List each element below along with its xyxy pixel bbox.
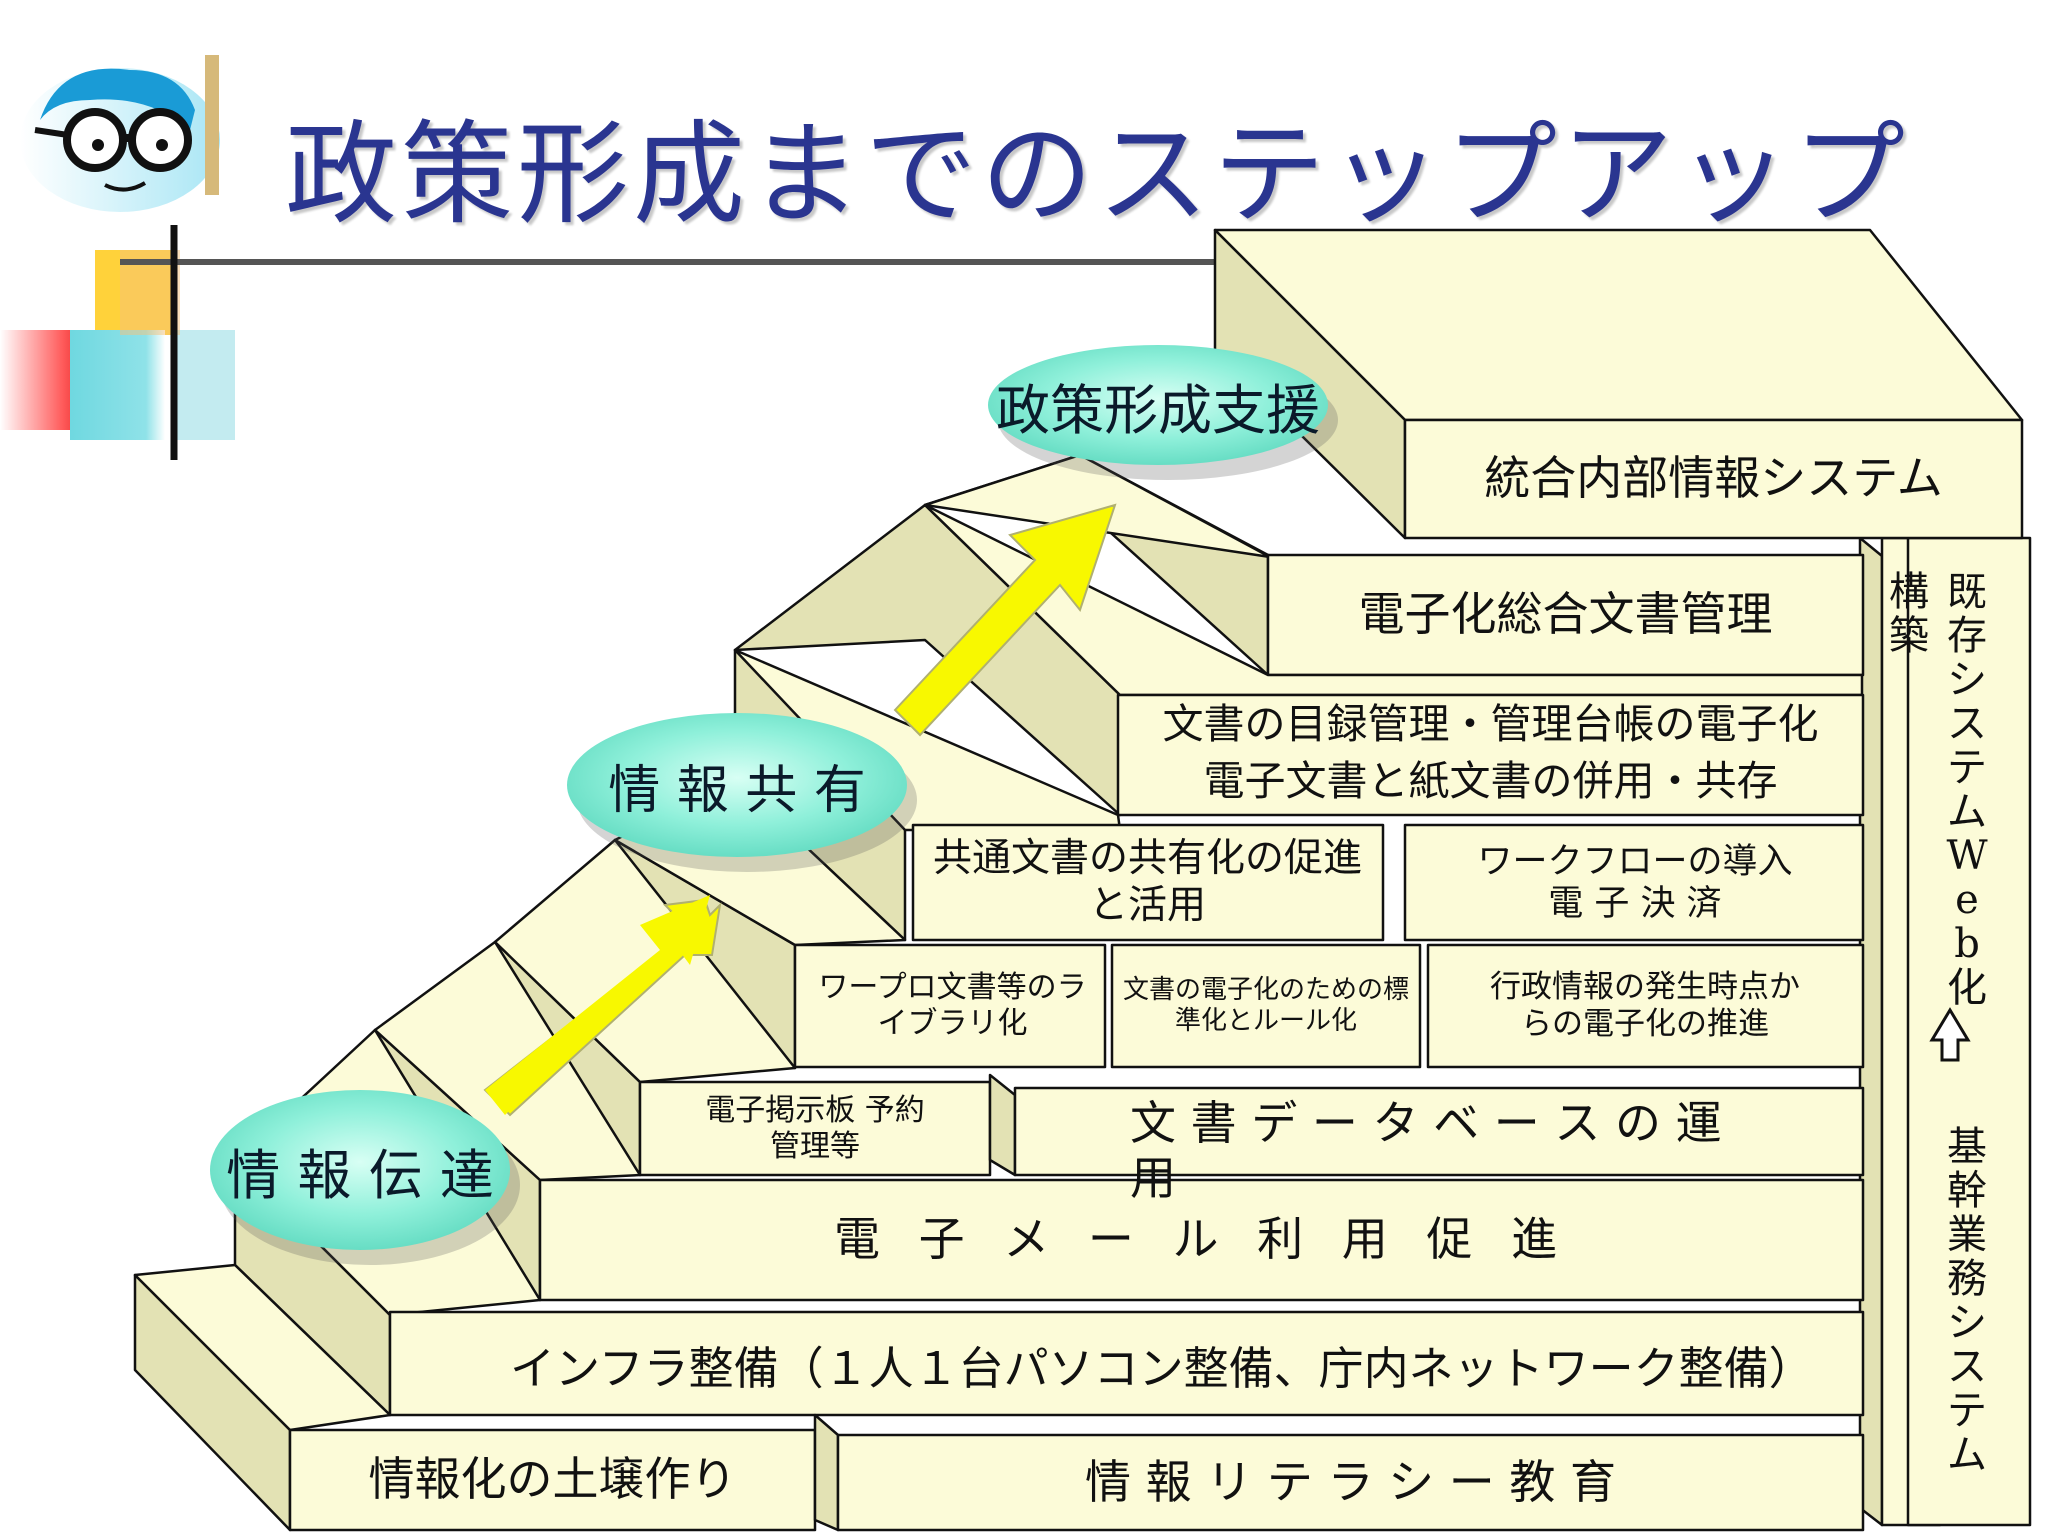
foundation-box: 情報化の土壌作り [368, 1452, 737, 1507]
vertical-char: ス [1947, 701, 1987, 747]
vertical-char: 基 [1947, 1124, 1987, 1170]
vertical-char: 幹 [1947, 1168, 1987, 1214]
vertical-char: b [1954, 921, 1980, 967]
transmit-ellipse-label: 情 報 伝 達 [226, 1143, 494, 1207]
arrow-upper [893, 503, 1117, 737]
build-vertical-label: 構築 [1886, 570, 1932, 658]
vertical-char: 築 [1889, 613, 1929, 659]
doc-database-box: 文 書 デ ー タ ベ ー ス の 運 用 [1130, 1096, 1722, 1206]
vertical-char: W [1946, 833, 1988, 879]
wordpro-library-box: ワープロ文書等のライブラリ化 [818, 970, 1087, 1041]
policy-ellipse-label: 政策形成支援 [996, 378, 1320, 442]
vertical-char: 存 [1947, 613, 1987, 659]
vertical-char: ム [1947, 1432, 1987, 1478]
vertical-char: テ [1947, 745, 1987, 791]
catalog-box-line2: 電子文書と紙文書の併用・共存 [1203, 757, 1778, 806]
admin-info-box: 行政情報の発生時点からの電子化の推進 [1490, 968, 1800, 1042]
literacy-box: 情 報 リ テ ラ シ ー 教 育 [1085, 1454, 1616, 1509]
workflow-box: ワークフローの導入 電 子 決 済 [1477, 842, 1793, 924]
core-system-vertical-label: 基幹業務システム [1942, 1125, 1992, 1477]
share-ellipse-label: 情 報 共 有 [608, 760, 866, 821]
corner-decoration [0, 225, 1300, 460]
transmit-ellipse [210, 1090, 510, 1250]
vertical-char: 構 [1889, 569, 1929, 615]
share-ellipse [567, 713, 907, 857]
infra-box: インフラ整備（１人１台パソコン整備、庁内ネットワーク整備） [510, 1342, 1814, 1395]
ellipses [210, 345, 1338, 1265]
arrows [483, 503, 1117, 1117]
vertical-char: e [1955, 877, 1979, 923]
vertical-char: シ [1947, 1300, 1987, 1346]
electronic-docs-box: 電子化総合文書管理 [1358, 587, 1773, 642]
staircase [133, 228, 2032, 1532]
vertical-char: テ [1947, 1388, 1987, 1434]
shared-docs-box: 共通文書の共有化の促進と活用 [932, 836, 1362, 928]
up-arrow-icon [1929, 1007, 1971, 1062]
catalog-box-line1: 文書の目録管理・管理台帳の電子化 [1162, 700, 1819, 749]
vertical-char: 既 [1947, 569, 1987, 615]
vertical-char: 化 [1947, 965, 1987, 1011]
bulletin-box: 電子掲示板 予約管理等 [705, 1093, 925, 1164]
mascot-icon [20, 55, 220, 212]
vertical-char: 務 [1947, 1256, 1987, 1302]
standardization-box: 文書の電子化のための標準化とルール化 [1122, 974, 1409, 1036]
page-title: 政策形成までのステップアップ [285, 110, 1909, 240]
vertical-char: シ [1947, 657, 1987, 703]
vertical-char: ム [1947, 789, 1987, 835]
email-box: 電 子 メ ー ル 利 用 促 進 [834, 1212, 1569, 1267]
policy-ellipse [988, 345, 1328, 465]
integrated-system-box: 統合内部情報システム [1484, 451, 1943, 506]
vertical-char: 業 [1947, 1212, 1987, 1258]
vertical-char: ス [1947, 1344, 1987, 1390]
